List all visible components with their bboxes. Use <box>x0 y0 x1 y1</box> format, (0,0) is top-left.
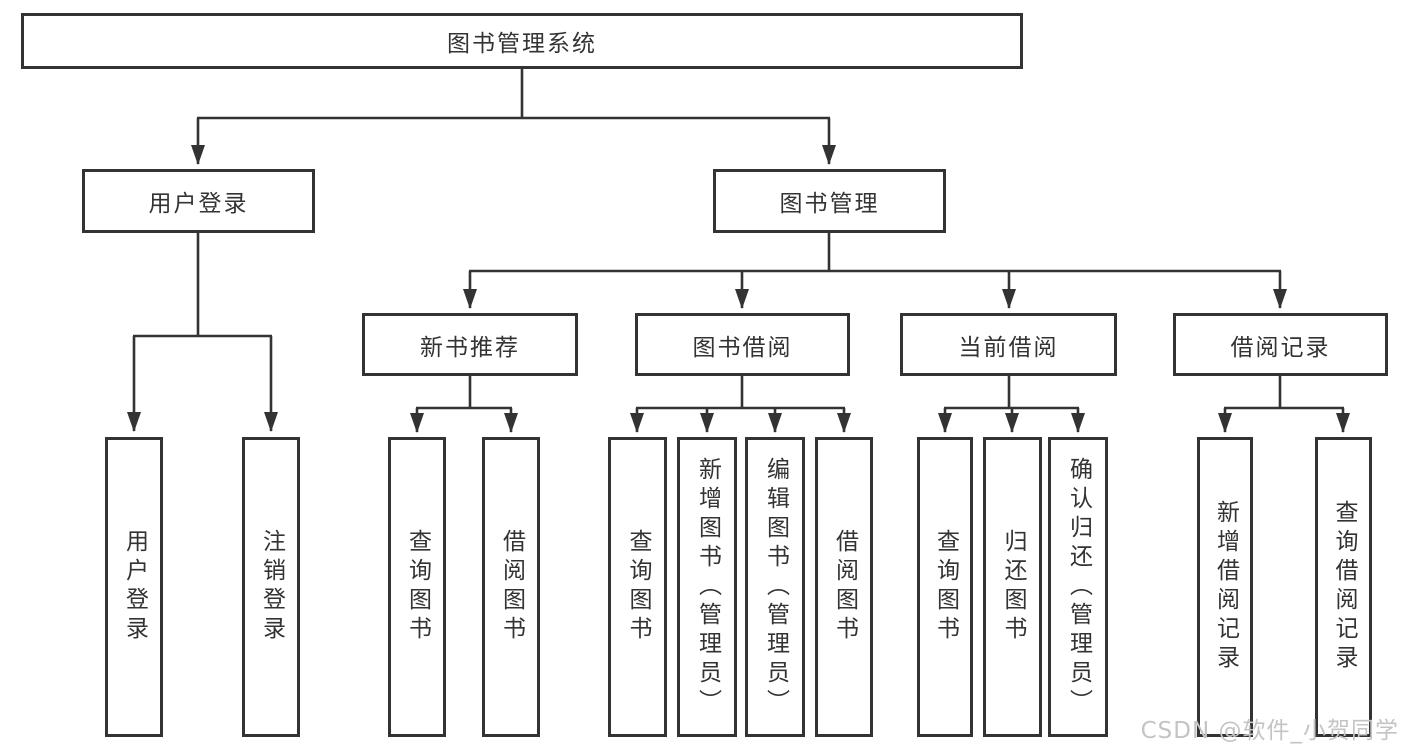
leaf-confirm-return-admin: 确认归还（管理员） <box>1048 437 1108 737</box>
leaf-add-borrow-record: 新增借阅记录 <box>1197 437 1253 737</box>
leaf-query-books-recommend: 查询图书 <box>388 437 446 737</box>
node-book-borrow: 图书借阅 <box>635 313 850 376</box>
node-label: 图书管理 <box>779 191 880 217</box>
leaf-logout: 注销登录 <box>242 437 300 737</box>
node-label: 归还图书 <box>1000 529 1026 645</box>
node-label: 查询图书 <box>625 529 651 645</box>
node-label: 查询借阅记录 <box>1331 500 1357 674</box>
node-label: 查询图书 <box>932 529 959 645</box>
leaf-query-borrow-record: 查询借阅记录 <box>1315 437 1372 737</box>
node-new-book-recommend: 新书推荐 <box>362 313 578 376</box>
node-root: 图书管理系统 <box>21 13 1023 69</box>
node-label: 新增图书（管理员） <box>694 456 721 718</box>
node-label: 新增借阅记录 <box>1212 500 1239 674</box>
node-label: 用户登录 <box>121 529 148 645</box>
node-label: 确认归还（管理员） <box>1065 456 1092 718</box>
node-label: 借阅记录 <box>1230 334 1331 361</box>
node-label: 编辑图书（管理员） <box>762 456 789 718</box>
leaf-add-book-admin: 新增图书（管理员） <box>677 437 737 737</box>
node-label: 查询图书 <box>404 529 431 645</box>
leaf-user-login: 用户登录 <box>105 437 163 737</box>
leaf-query-books-current: 查询图书 <box>917 437 973 737</box>
leaf-query-books-borrow: 查询图书 <box>608 437 667 737</box>
leaf-edit-book-admin: 编辑图书（管理员） <box>745 437 805 737</box>
watermark: CSDN @软件_小贺同学 <box>1140 718 1399 744</box>
node-borrow-records: 借阅记录 <box>1173 313 1388 376</box>
node-label: 图书管理系统 <box>447 31 597 57</box>
node-label: 用户登录 <box>148 191 249 217</box>
node-book-management: 图书管理 <box>713 169 946 233</box>
node-label: 图书借阅 <box>692 334 793 361</box>
node-label: 新书推荐 <box>420 334 520 361</box>
node-user-login: 用户登录 <box>82 169 315 233</box>
node-label: 当前借阅 <box>958 334 1059 361</box>
leaf-return-books: 归还图书 <box>983 437 1042 737</box>
leaf-borrow-books-recommend: 借阅图书 <box>482 437 540 737</box>
node-label: 注销登录 <box>258 529 285 645</box>
leaf-borrow-books: 借阅图书 <box>815 437 873 737</box>
node-label: 借阅图书 <box>498 529 525 645</box>
node-current-borrow: 当前借阅 <box>900 313 1117 376</box>
node-label: 借阅图书 <box>831 529 858 645</box>
